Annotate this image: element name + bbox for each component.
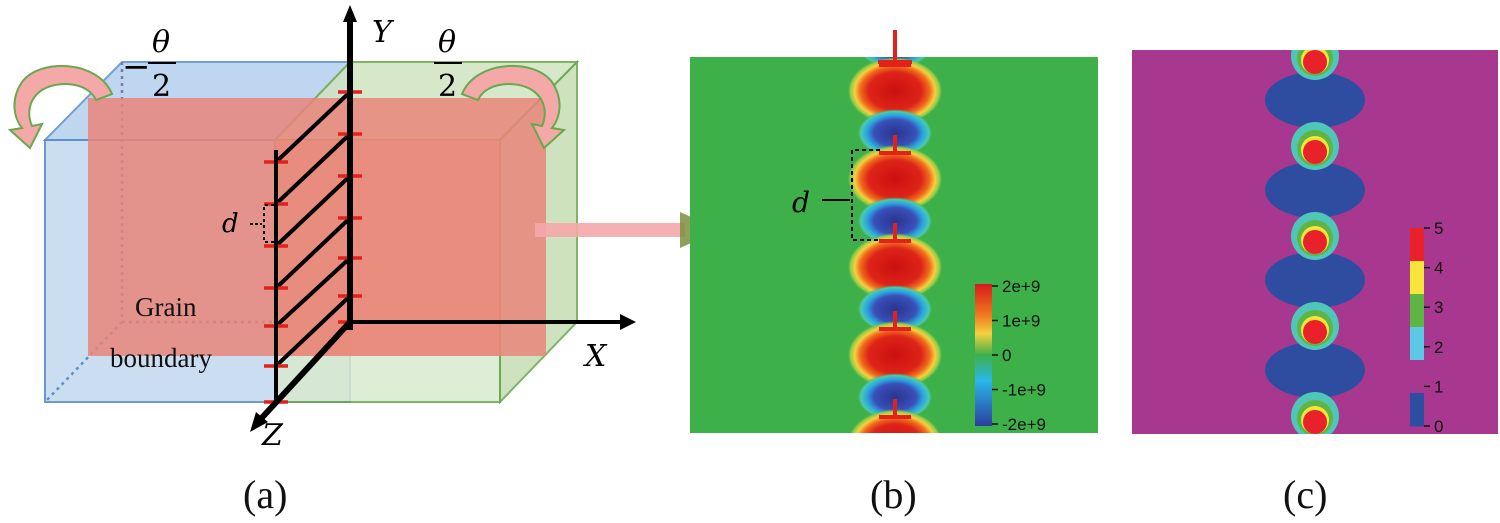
colorbar-tick-label: 0	[1434, 417, 1443, 436]
spacing-d-label-a: d	[222, 204, 274, 243]
dislocation-stress-field	[847, 57, 943, 125]
dislocation-lines	[264, 80, 362, 404]
colorbar-band	[1410, 360, 1424, 394]
dislocation-stress-field	[849, 373, 941, 433]
dislocation-line	[274, 294, 352, 368]
y-axis-label: Y	[372, 15, 395, 50]
dislocation-index-region	[1291, 392, 1339, 434]
left-angle-label: − θ 2	[122, 25, 176, 104]
svg-text:−: −	[122, 47, 151, 87]
colorbar-band	[1410, 327, 1424, 361]
dislocation-symbol-top	[878, 30, 912, 64]
colorbar-tick-label: -1e+9	[1002, 381, 1046, 400]
colorbar-tick-label: 4	[1434, 259, 1443, 278]
colorbar-c: 5 4 3 2 1 0	[1410, 219, 1443, 436]
colorbar-tick-label: -2e+9	[1002, 415, 1046, 434]
dislocation-line	[274, 90, 352, 164]
colorbar-tick-label: 0	[1002, 346, 1011, 365]
colorbar-tick-label: 1e+9	[1002, 312, 1040, 331]
right-angle-label: θ 2	[434, 25, 462, 104]
colorbar-tick-label: 2	[1434, 338, 1443, 357]
dislocation-index-region	[1265, 302, 1365, 398]
colorbar-b: 2e+9 1e+9 0 -1e+9 -2e+9	[975, 277, 1046, 434]
svg-text:2: 2	[152, 69, 171, 104]
rotation-arrow-right	[460, 64, 567, 150]
caption-b: (b)	[870, 472, 917, 517]
colorbar-tick-label: 3	[1434, 298, 1443, 317]
index-blobs	[1265, 50, 1365, 434]
svg-text:d: d	[792, 186, 810, 219]
dislocation-stress-field	[847, 197, 943, 301]
colorbar-tick-label: 2e+9	[1002, 277, 1040, 296]
z-axis-label: Z	[261, 418, 284, 453]
panel-a-schematic: Y X Z − θ 2 θ 2 d Grain	[7, 5, 636, 517]
colorbar-tick-label: 1	[1434, 377, 1443, 396]
colorbar-band	[1410, 294, 1424, 328]
svg-text:θ: θ	[152, 25, 170, 60]
svg-text:2: 2	[438, 69, 457, 104]
dislocation-stress-field	[847, 285, 943, 389]
dislocation-line	[274, 256, 352, 328]
dislocation-line	[274, 132, 352, 206]
z-axis	[255, 319, 353, 425]
dislocation-line	[274, 174, 352, 248]
panel-c-index-map: 5 4 3 2 1 0 (c)	[1132, 50, 1498, 517]
axes: Y X Z	[250, 5, 636, 453]
spacing-d-label-b: d	[792, 149, 880, 241]
colorbar-band	[1410, 393, 1424, 427]
boundary-plane	[88, 98, 546, 356]
x-axis-label: X	[583, 339, 608, 374]
dislocation-line	[274, 216, 352, 290]
caption-a: (a)	[243, 472, 287, 517]
dislocation-index-region	[1265, 122, 1365, 218]
grain-boundary-label-1: Grain	[135, 292, 197, 322]
dislocation-index-region	[1265, 50, 1365, 128]
svg-text:d: d	[222, 209, 239, 239]
dislocation-stress-field	[847, 109, 943, 213]
svg-text:θ: θ	[438, 25, 456, 60]
colorbar-tick-label: 5	[1434, 219, 1443, 238]
caption-c: (c)	[1283, 472, 1327, 517]
colorbar-band	[1410, 228, 1424, 262]
dislocation-index-region	[1265, 212, 1365, 308]
colorbar-band	[1410, 261, 1424, 295]
rotation-arrow-left	[7, 64, 114, 150]
grain-boundary-label-2: boundary	[110, 343, 212, 373]
stress-lobes	[847, 57, 943, 433]
panel-b-stress-field: d 2e+9 1e+9 0 -1e+9 -2e+9 (b)	[690, 30, 1098, 517]
